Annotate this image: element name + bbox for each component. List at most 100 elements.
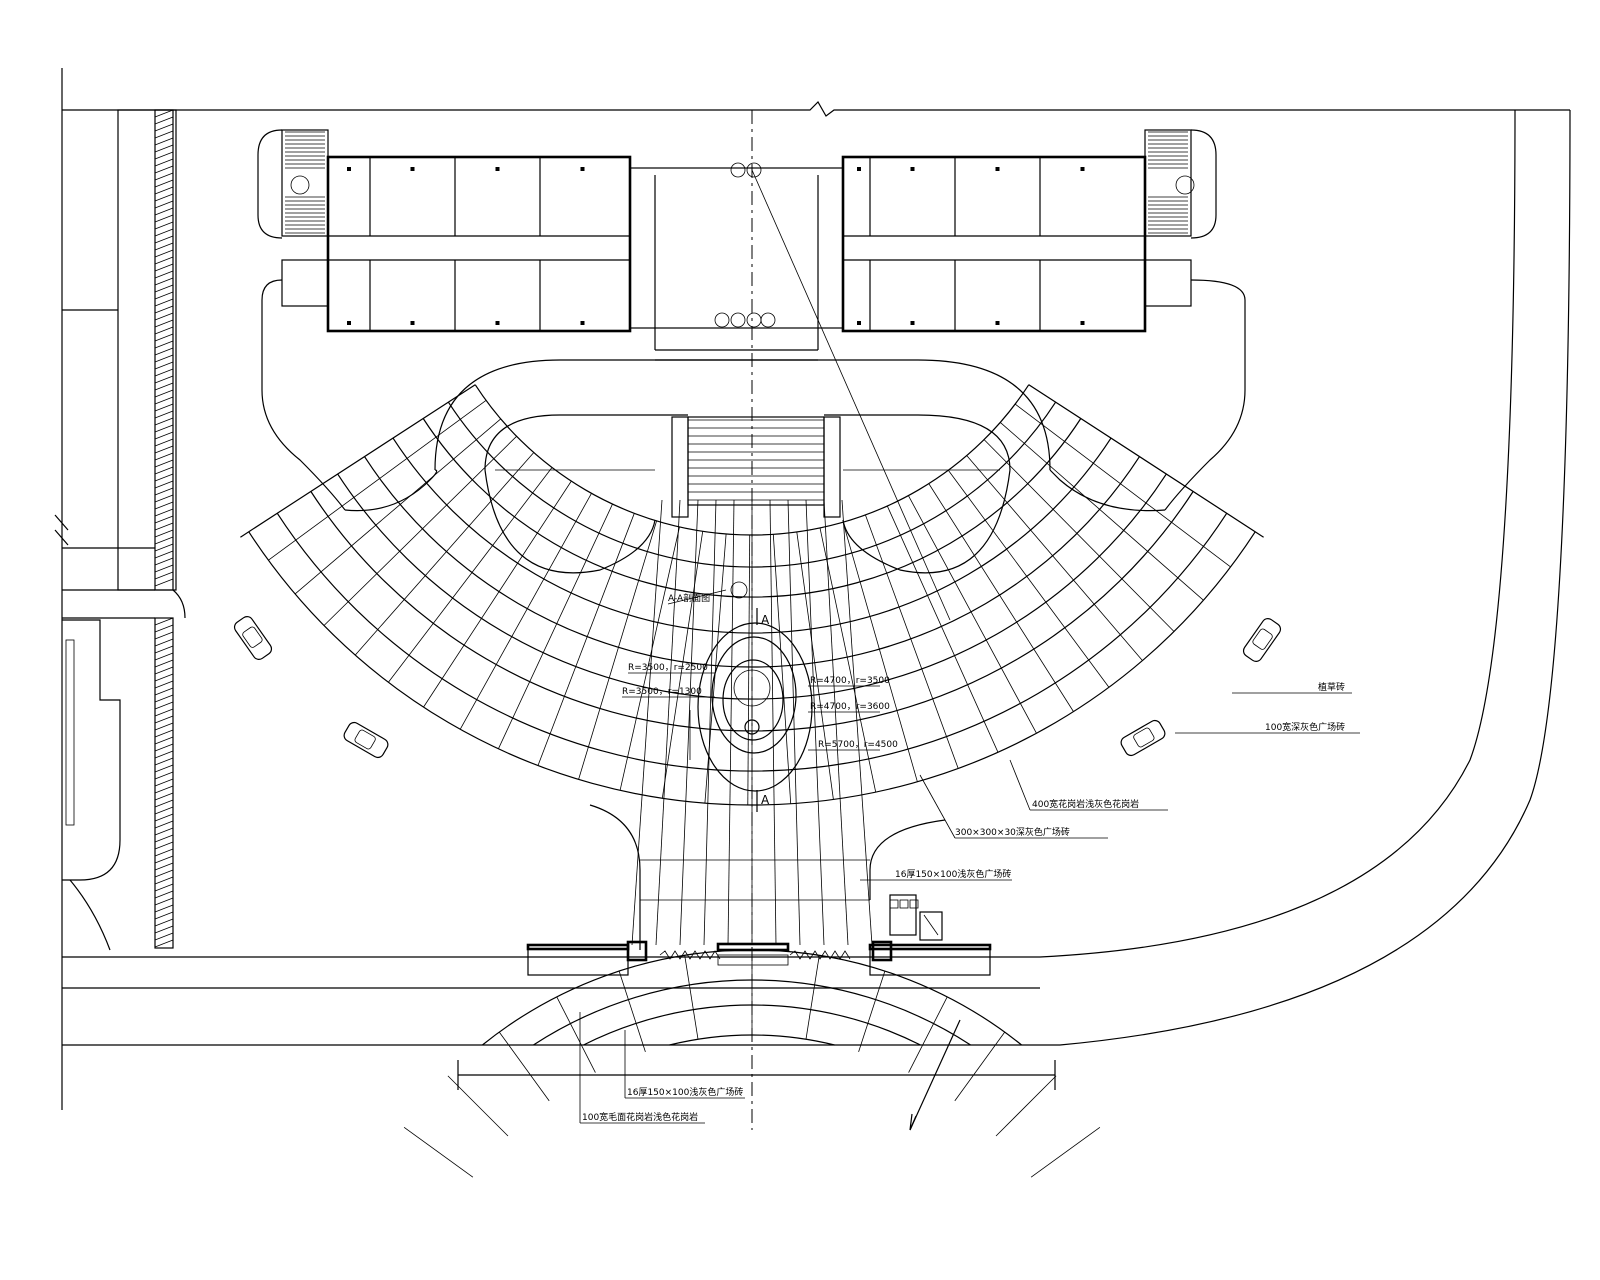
main-gate <box>526 894 992 976</box>
paving-radial <box>886 505 999 753</box>
paving-radial <box>928 483 1074 712</box>
car-body <box>1120 719 1166 757</box>
car-roof <box>1252 628 1273 650</box>
hatch-line <box>154 722 174 731</box>
hatch-line <box>154 813 174 822</box>
hatch-line <box>154 347 174 356</box>
hatch-line <box>154 617 174 626</box>
column-dot <box>857 167 861 171</box>
central-ray <box>805 499 825 946</box>
hatch-line <box>154 536 174 545</box>
site-boundary <box>61 68 1571 1110</box>
outer-radial <box>498 1031 550 1102</box>
dimension-line <box>457 1060 1056 1090</box>
door-symbol <box>746 162 762 178</box>
hatch-line <box>154 263 174 272</box>
hatch-line <box>154 312 174 321</box>
central-ray <box>631 499 663 946</box>
paving-radial <box>966 455 1143 661</box>
central-ray <box>655 499 681 946</box>
hatch-line <box>154 333 174 342</box>
column-dot <box>995 167 1000 171</box>
label-fountain-radius-4: R=4700，r=3600 <box>810 702 890 712</box>
parked-cars <box>233 615 1282 759</box>
column-dot <box>495 167 500 171</box>
hatch-line <box>154 543 174 552</box>
column-dot <box>995 321 1000 325</box>
hatched-boundary-wall <box>154 109 174 948</box>
paving-radial <box>842 522 918 782</box>
section-mark-lower: A <box>761 793 770 807</box>
label-fountain-radius-1: R=3500，r=2500 <box>628 663 708 673</box>
hatch-line <box>154 708 174 717</box>
hatch-line <box>154 827 174 836</box>
label-granite-edge-400: 400宽花岗岩浅灰色花岗岩 <box>1032 798 1139 810</box>
paving-radial <box>294 418 501 595</box>
door-symbol <box>1175 175 1195 195</box>
label-deep-gray-tile-300: 300×300×30深灰色广场砖 <box>955 826 1070 838</box>
hatch-line <box>154 848 174 857</box>
hatch-line <box>154 389 174 398</box>
paving-radial <box>796 531 834 800</box>
callout-leaders <box>579 581 1360 1124</box>
hatch-line <box>154 687 174 696</box>
car-roof <box>1133 727 1155 748</box>
paving-radial <box>537 513 635 766</box>
label-fountain-radius-3: R=4700，r=3500 <box>810 676 890 686</box>
paving-radial <box>1014 403 1231 568</box>
door-symbol <box>746 312 762 328</box>
hatch-line <box>154 375 174 384</box>
callout-labels: A-A剖面图 R=3500，r=2500 R=3500，r=1300 R=470… <box>582 592 1345 1123</box>
hatch-line <box>154 564 174 573</box>
outer-radial <box>684 955 699 1040</box>
car-roof <box>354 729 376 750</box>
hatch-line <box>154 137 174 146</box>
hatch-line <box>154 764 174 773</box>
central-ray <box>841 499 873 946</box>
paving-radial <box>704 533 727 804</box>
hatch-line <box>154 396 174 405</box>
classroom-grid <box>290 157 1195 331</box>
column-dot <box>1080 321 1085 325</box>
hatch-line <box>154 473 174 482</box>
label-fountain-radius-2: R=3500，r=1300 <box>622 687 702 697</box>
hatch-line <box>154 645 174 654</box>
hatch-line <box>154 820 174 829</box>
hatch-line <box>154 207 174 216</box>
outer-radial <box>858 970 886 1053</box>
hatch-line <box>154 897 174 906</box>
hatch-line <box>154 424 174 433</box>
hatch-line <box>154 932 174 941</box>
central-ray <box>679 499 699 946</box>
hatch-line <box>154 890 174 899</box>
outer-radial <box>954 1031 1006 1102</box>
paving-radial <box>268 400 487 561</box>
paving-radial <box>423 480 572 708</box>
central-ray <box>823 499 849 946</box>
hatch-line <box>154 522 174 531</box>
hatch-line <box>154 200 174 209</box>
hatch-line <box>154 256 174 265</box>
hatch-line <box>154 792 174 801</box>
paving-radial <box>459 493 592 730</box>
hatch-line <box>154 862 174 871</box>
car-icon <box>233 615 273 661</box>
hatch-line <box>154 806 174 815</box>
hatch-line <box>154 403 174 412</box>
hatch-line <box>154 466 174 475</box>
hatch-line <box>154 557 174 566</box>
hatch-line <box>154 228 174 237</box>
outer-radial <box>995 1075 1057 1137</box>
central-axis <box>751 110 961 1131</box>
hatch-line <box>154 221 174 230</box>
column-dot <box>495 321 500 325</box>
hatch-line <box>154 869 174 878</box>
car-roof <box>242 626 263 648</box>
hatch-line <box>154 841 174 850</box>
paving-radial <box>354 452 535 656</box>
door-symbol <box>760 312 776 328</box>
hatch-line <box>154 736 174 745</box>
forecourt-outline <box>261 279 1246 574</box>
hatch-line <box>154 431 174 440</box>
